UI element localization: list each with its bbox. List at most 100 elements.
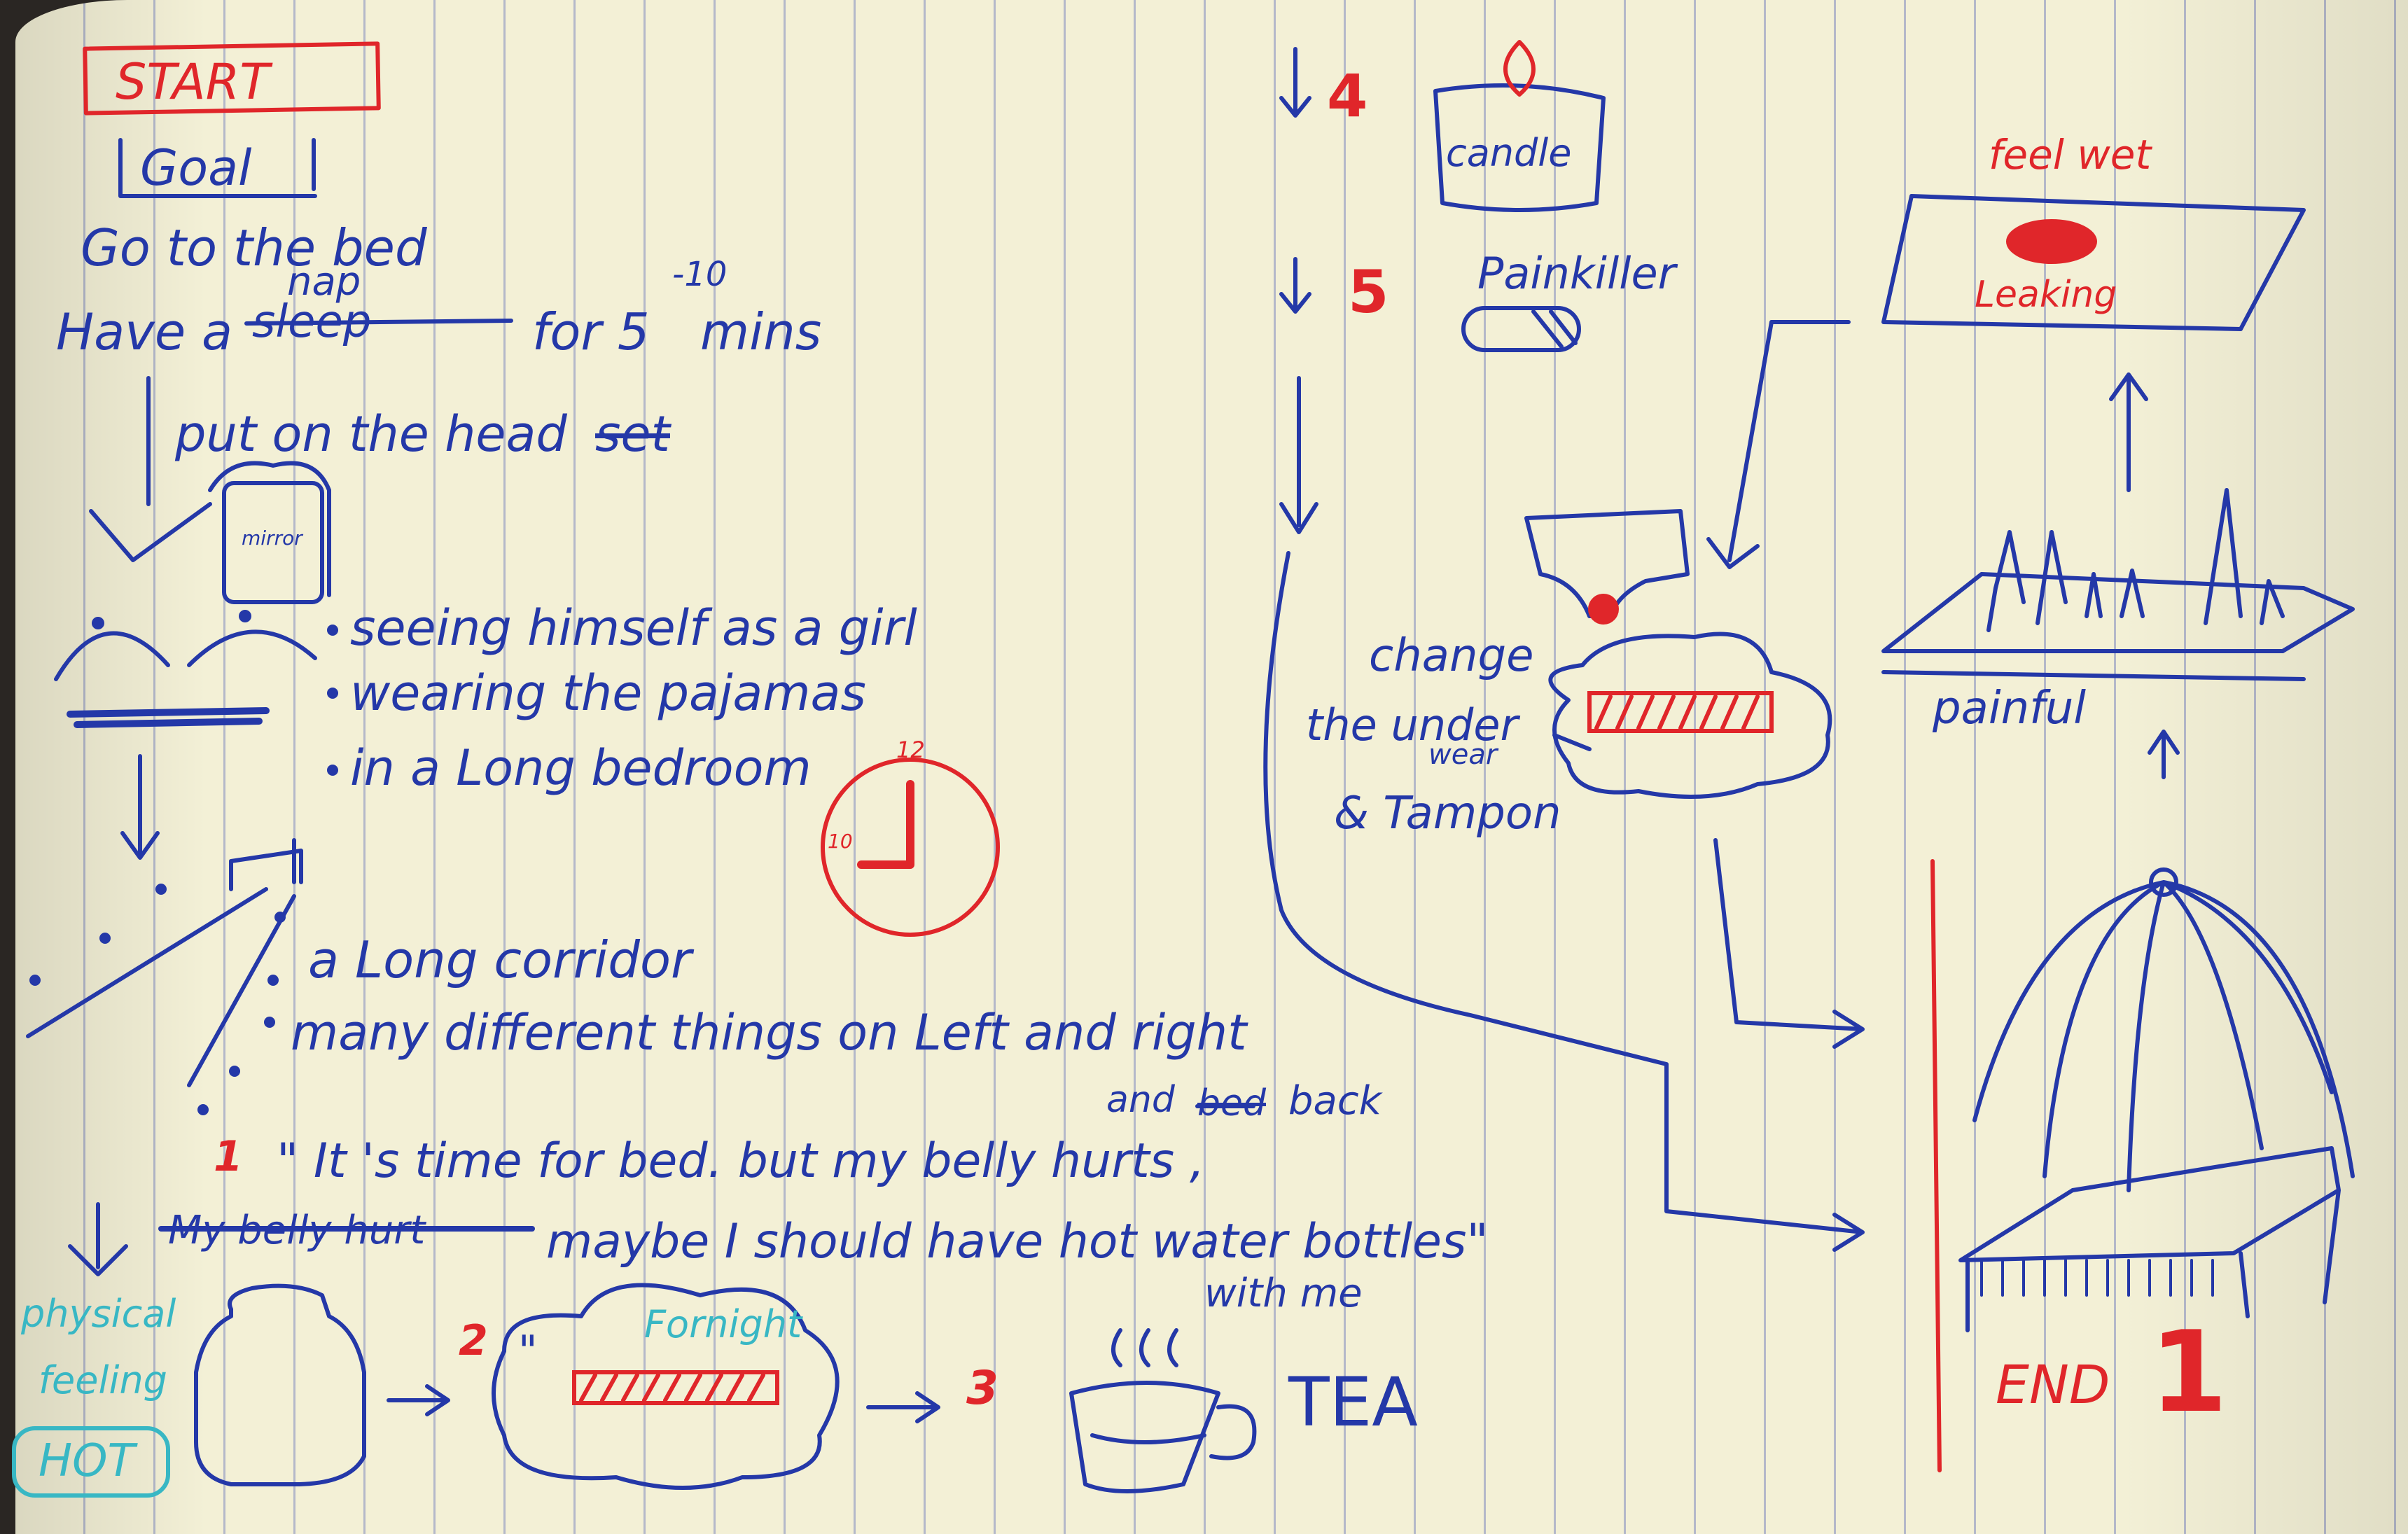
mirror-frame xyxy=(208,461,331,597)
arrow-to-sheet xyxy=(2109,372,2148,492)
bullet-dot-3 xyxy=(327,765,338,776)
tea-water xyxy=(1090,1433,1206,1444)
quote-number: 1 xyxy=(214,1132,243,1181)
painful-spikes xyxy=(1986,488,2285,632)
mirror-box xyxy=(222,481,324,604)
arrow-to-corridor xyxy=(120,754,160,860)
corridor-dot-6 xyxy=(229,1066,240,1077)
change-4: & Tampon xyxy=(1334,788,1561,839)
corridor-line-1 xyxy=(26,887,268,1038)
change-1: change xyxy=(1369,630,1534,682)
bullet-dot-2 xyxy=(327,688,338,699)
end-label: END xyxy=(1996,1353,2110,1416)
feel-wet-label: feel wet xyxy=(1989,131,2152,179)
clock-face xyxy=(821,758,1000,937)
tea-cup xyxy=(1069,1381,1220,1493)
goal-for-5: for 5 xyxy=(532,302,650,361)
step-3-label: TEA xyxy=(1288,1363,1418,1442)
clock-12: 12 xyxy=(896,737,925,763)
start-label: START xyxy=(116,53,270,111)
pill-hatch xyxy=(1531,309,1578,349)
corridor-door xyxy=(229,838,303,891)
notebook-page xyxy=(15,0,2408,1534)
pad-pointer xyxy=(1552,733,1592,751)
goal-label: Goal xyxy=(140,139,252,197)
quote-struck-line: My belly hurt xyxy=(168,1208,426,1253)
headset-text: put on the head xyxy=(175,405,567,463)
pad-cloud xyxy=(1587,691,1774,733)
physical-label-2: feeling xyxy=(39,1358,167,1402)
eye-left xyxy=(54,631,170,681)
quote-struck-bed: bed xyxy=(1197,1082,1267,1124)
corridor-dot-2 xyxy=(99,933,111,944)
canopy-top xyxy=(2149,867,2178,897)
quote-line-3: with me xyxy=(1204,1271,1363,1316)
corridor-dot-8 xyxy=(264,1017,275,1028)
tea-steam xyxy=(1111,1328,1178,1367)
tampon xyxy=(1588,594,1619,625)
clock-hands xyxy=(857,780,914,869)
start-box xyxy=(83,41,381,116)
bullet-3: in a Long bedroom xyxy=(350,739,812,797)
corridor-dot-5 xyxy=(267,975,279,986)
eye-dot-left xyxy=(92,617,104,629)
corridor-line-2 xyxy=(187,894,296,1087)
corridor-dot-4 xyxy=(274,912,286,923)
wet-spot xyxy=(2006,219,2097,264)
hot-label: HOT xyxy=(39,1435,135,1487)
step-2-quote: " xyxy=(518,1327,538,1376)
quote-inserted: and xyxy=(1106,1079,1175,1121)
goal-line-1: Go to the bed xyxy=(81,218,427,277)
step-3-number: 3 xyxy=(966,1361,998,1415)
bullet-dot-1 xyxy=(327,625,338,636)
eye-dot-right xyxy=(239,610,251,622)
pad-cloud-hatch xyxy=(1594,695,1760,730)
quote-line-1: " It 's time for bed. but my belly hurts… xyxy=(277,1134,1205,1189)
corridor-2: many different things on Left and right xyxy=(291,1004,1247,1061)
hot-box xyxy=(12,1426,170,1498)
painful-label: painful xyxy=(1933,683,2087,734)
canopy-drapes xyxy=(1972,880,2355,1192)
tea-handle xyxy=(1209,1404,1257,1460)
arrow-step-5 xyxy=(1279,257,1311,314)
pad-step-2 xyxy=(572,1370,779,1405)
eye-right xyxy=(187,629,317,667)
painful-surface xyxy=(1881,572,2355,681)
goal-box xyxy=(118,138,317,198)
arrow-step-4 xyxy=(1279,47,1311,118)
arrow-bottle-to-2 xyxy=(387,1384,450,1416)
headset-struck: set xyxy=(595,405,670,463)
quote-back: back xyxy=(1288,1078,1382,1124)
end-divider xyxy=(1930,859,1942,1472)
step-4-label: candle xyxy=(1446,131,1572,175)
step-2-label: Fornight xyxy=(644,1302,802,1346)
goal-line-2: Have a xyxy=(56,302,233,361)
sheet xyxy=(1881,194,2306,331)
goal-sleep-struck: sleep xyxy=(252,296,372,348)
hot-water-bottle xyxy=(194,1283,366,1486)
arrow-to-painful xyxy=(2148,730,2180,779)
change-2: the under xyxy=(1306,699,1519,751)
corridor-1: a Long corridor xyxy=(308,930,692,989)
corridor-dot-1 xyxy=(155,884,167,895)
end-number: 1 xyxy=(2150,1306,2228,1437)
leaking-label: Leaking xyxy=(1975,274,2117,316)
physical-label-1: physical xyxy=(21,1292,176,1336)
arrow-chevron xyxy=(89,502,212,562)
step-4-number: 4 xyxy=(1327,62,1368,130)
quote-line-2: maybe I should have hot water bottles" xyxy=(546,1214,1489,1269)
bullet-1: seeing himself as a girl xyxy=(350,599,917,657)
bed-rail xyxy=(1980,1259,2214,1297)
candle-flame xyxy=(1503,40,1536,97)
bed-frame xyxy=(1958,1146,2341,1332)
page-shading xyxy=(15,0,2408,1534)
candle-jar xyxy=(1433,83,1606,212)
pad-step-2-hatch xyxy=(579,1373,765,1402)
step-2-number: 2 xyxy=(459,1316,488,1365)
cloud-pad xyxy=(1548,632,1832,799)
clock-10: 10 xyxy=(828,830,853,853)
goal-mins: mins xyxy=(700,302,822,361)
goal-minus-10: -10 xyxy=(672,255,728,294)
bullet-2: wearing the pajamas xyxy=(350,664,866,722)
